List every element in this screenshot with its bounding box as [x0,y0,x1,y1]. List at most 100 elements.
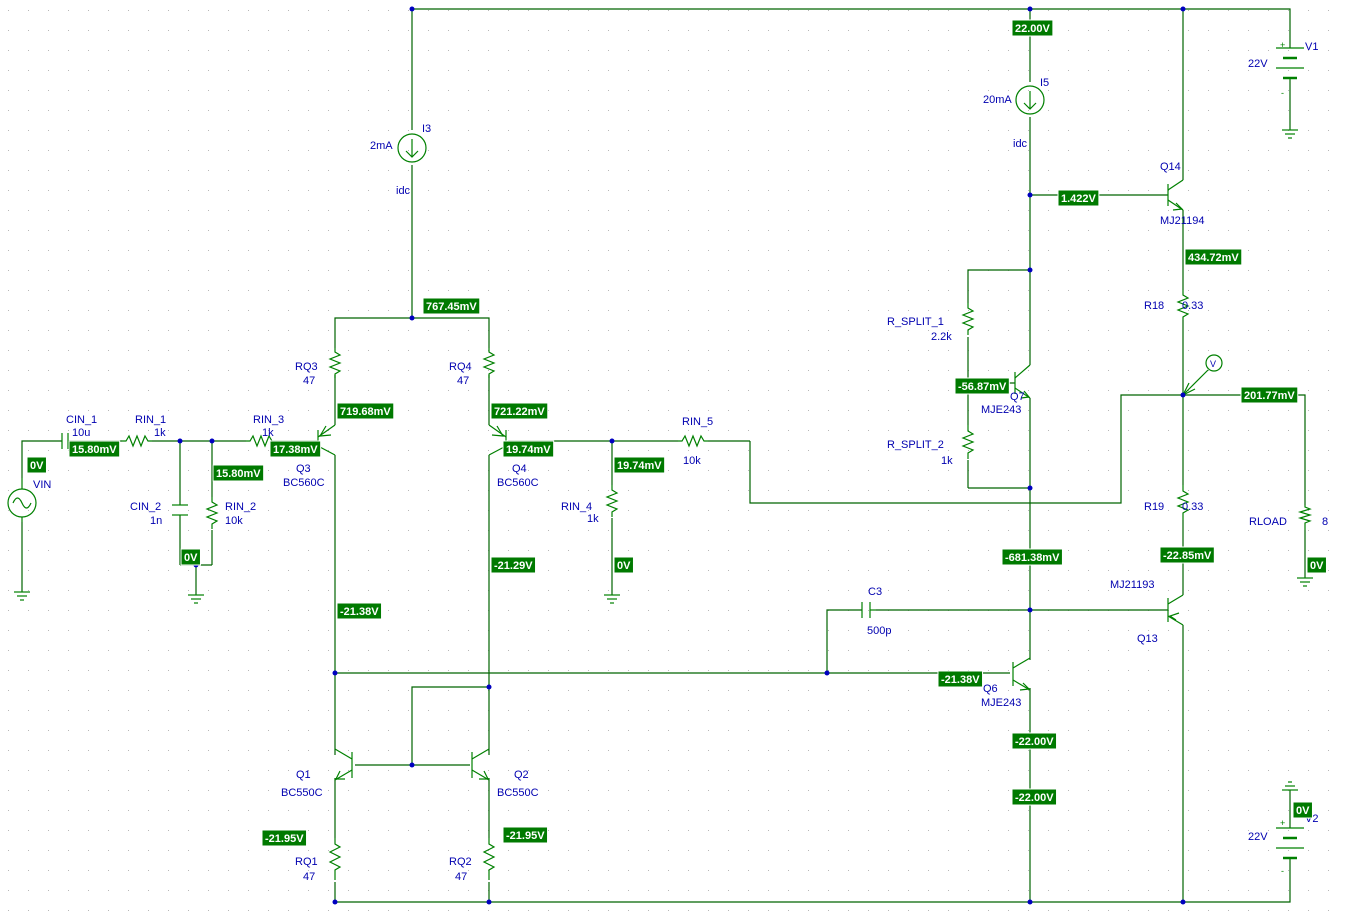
probe-rin4-top: 19.74mV [613,456,666,474]
probe-q2-emitter: -21.95V [502,826,549,844]
resistor-rq4[interactable] [482,348,496,378]
battery-v1[interactable] [1276,47,1304,80]
label-rin2-name: RIN_2 [225,501,256,513]
svg-text:201.77mV: 201.77mV [1244,390,1295,402]
svg-text:0V: 0V [184,552,198,564]
label-i5-type: idc [1013,138,1028,150]
label-cin1-name: CIN_1 [66,414,97,426]
svg-text:0V: 0V [617,560,631,572]
label-rq1-value: 47 [303,871,315,883]
probe-q3-emitter: 719.68mV [336,402,395,420]
label-cin2-value: 1n [150,515,162,527]
junction-dot [1180,899,1186,905]
resistor-rq1[interactable] [328,838,342,880]
ground-symbol [1282,129,1298,139]
v2-plus-sign: + [1280,818,1285,828]
label-rq2-name: RQ2 [449,856,472,868]
junction-dot [409,315,415,321]
resistor-rq2[interactable] [482,838,496,880]
label-rsplit2-value: 1k [941,455,953,467]
junction-dot [332,899,338,905]
probe-q14-base: 1.422V [1057,189,1100,207]
grid-dots [8,10,1329,911]
probe-q4-base: 19.74mV [502,440,555,458]
label-rq2-value: 47 [455,871,467,883]
label-probe-name: V [1210,359,1216,369]
capacitor-cin1[interactable] [61,433,69,449]
probe-rin2-top: 15.80mV [212,464,265,482]
label-rq4-name: RQ4 [449,361,472,373]
svg-text:-21.95V: -21.95V [265,833,304,845]
label-v1-name: V1 [1305,41,1318,53]
transistor-q6[interactable] [1012,657,1031,691]
battery-v2[interactable] [1276,827,1304,860]
label-rload-name: RLOAD [1249,516,1287,528]
label-rin1-value: 1k [154,427,166,439]
resistor-rin1[interactable] [122,434,152,448]
label-r18-name: R18 [1144,300,1164,312]
ground-symbol [1297,577,1313,587]
junction-dot [1027,607,1033,613]
junction-dot [409,762,415,768]
transistor-q7[interactable] [1014,364,1031,399]
label-q6-model: MJE243 [981,697,1021,709]
label-rin4-name: RIN_4 [561,501,592,513]
junction-dot [1027,485,1033,491]
label-rin3-value: 1k [262,427,274,439]
label-q7-name: Q7 [1010,391,1025,403]
label-cin1-value: 10u [72,427,90,439]
wires [21,8,1306,903]
label-q3-name: Q3 [296,463,311,475]
probe-rload-gnd: 0V [1306,556,1327,574]
transistor-q2[interactable] [471,748,490,781]
transistor-q1[interactable] [334,748,353,781]
resistor-rload[interactable] [1297,505,1313,530]
junction-dot [824,670,830,676]
svg-text:-21.38V: -21.38V [941,674,980,686]
ground-symbol [14,591,30,601]
probe-vin: 0V [26,456,47,474]
label-rq1-name: RQ1 [295,856,318,868]
capacitor-cin2[interactable] [172,504,188,516]
transistor-q14[interactable] [1167,179,1184,211]
probe-v2-top: 0V [1292,801,1313,819]
ac-source-vin[interactable] [7,478,37,522]
v2-minus-sign: - [1281,866,1284,876]
current-source-i5[interactable] [1015,85,1045,115]
probe-output: 201.77mV [1240,386,1299,404]
resistor-r18[interactable] [1176,290,1190,320]
junction-dot [1180,392,1186,398]
label-c3-name: C3 [868,586,882,598]
svg-text:767.45mV: 767.45mV [426,301,477,313]
probe-cin-out: 15.80mV [68,440,121,458]
svg-text:0V: 0V [30,460,44,472]
resistor-rin5[interactable] [678,434,708,448]
svg-text:-22.00V: -22.00V [1015,792,1054,804]
label-i3-value: 2mA [370,140,393,152]
label-rq3-value: 47 [303,375,315,387]
junction-dot [486,684,492,690]
svg-text:719.68mV: 719.68mV [340,406,391,418]
label-rsplit1-value: 2.2k [931,331,952,343]
svg-text:19.74mV: 19.74mV [617,460,662,472]
resistor-r19[interactable] [1176,485,1190,520]
resistor-rsplit2[interactable] [961,425,975,459]
junction-dot [1027,192,1033,198]
resistor-rin2[interactable] [205,497,219,529]
svg-text:-56.87mV: -56.87mV [958,381,1007,393]
probe-vminus: -22.00V [1011,788,1058,806]
junction-dot [1027,899,1033,905]
svg-text:-21.29V: -21.29V [494,560,533,572]
voltage-probe-marker[interactable] [1181,354,1223,397]
resistor-rin4[interactable] [605,485,619,517]
resistor-rsplit1[interactable] [961,303,975,335]
svg-text:0V: 0V [1310,560,1324,572]
resistor-rq3[interactable] [328,348,342,378]
transistor-q13[interactable] [1167,594,1184,626]
voltage-readouts: 0V 15.80mV 15.80mV 0V 17.38mV 719.68mV 7… [26,19,1327,847]
label-r19-name: R19 [1144,501,1164,513]
capacitor-c3[interactable] [861,602,876,618]
resistor-rin3[interactable] [246,434,276,448]
current-source-i3[interactable] [397,133,427,163]
